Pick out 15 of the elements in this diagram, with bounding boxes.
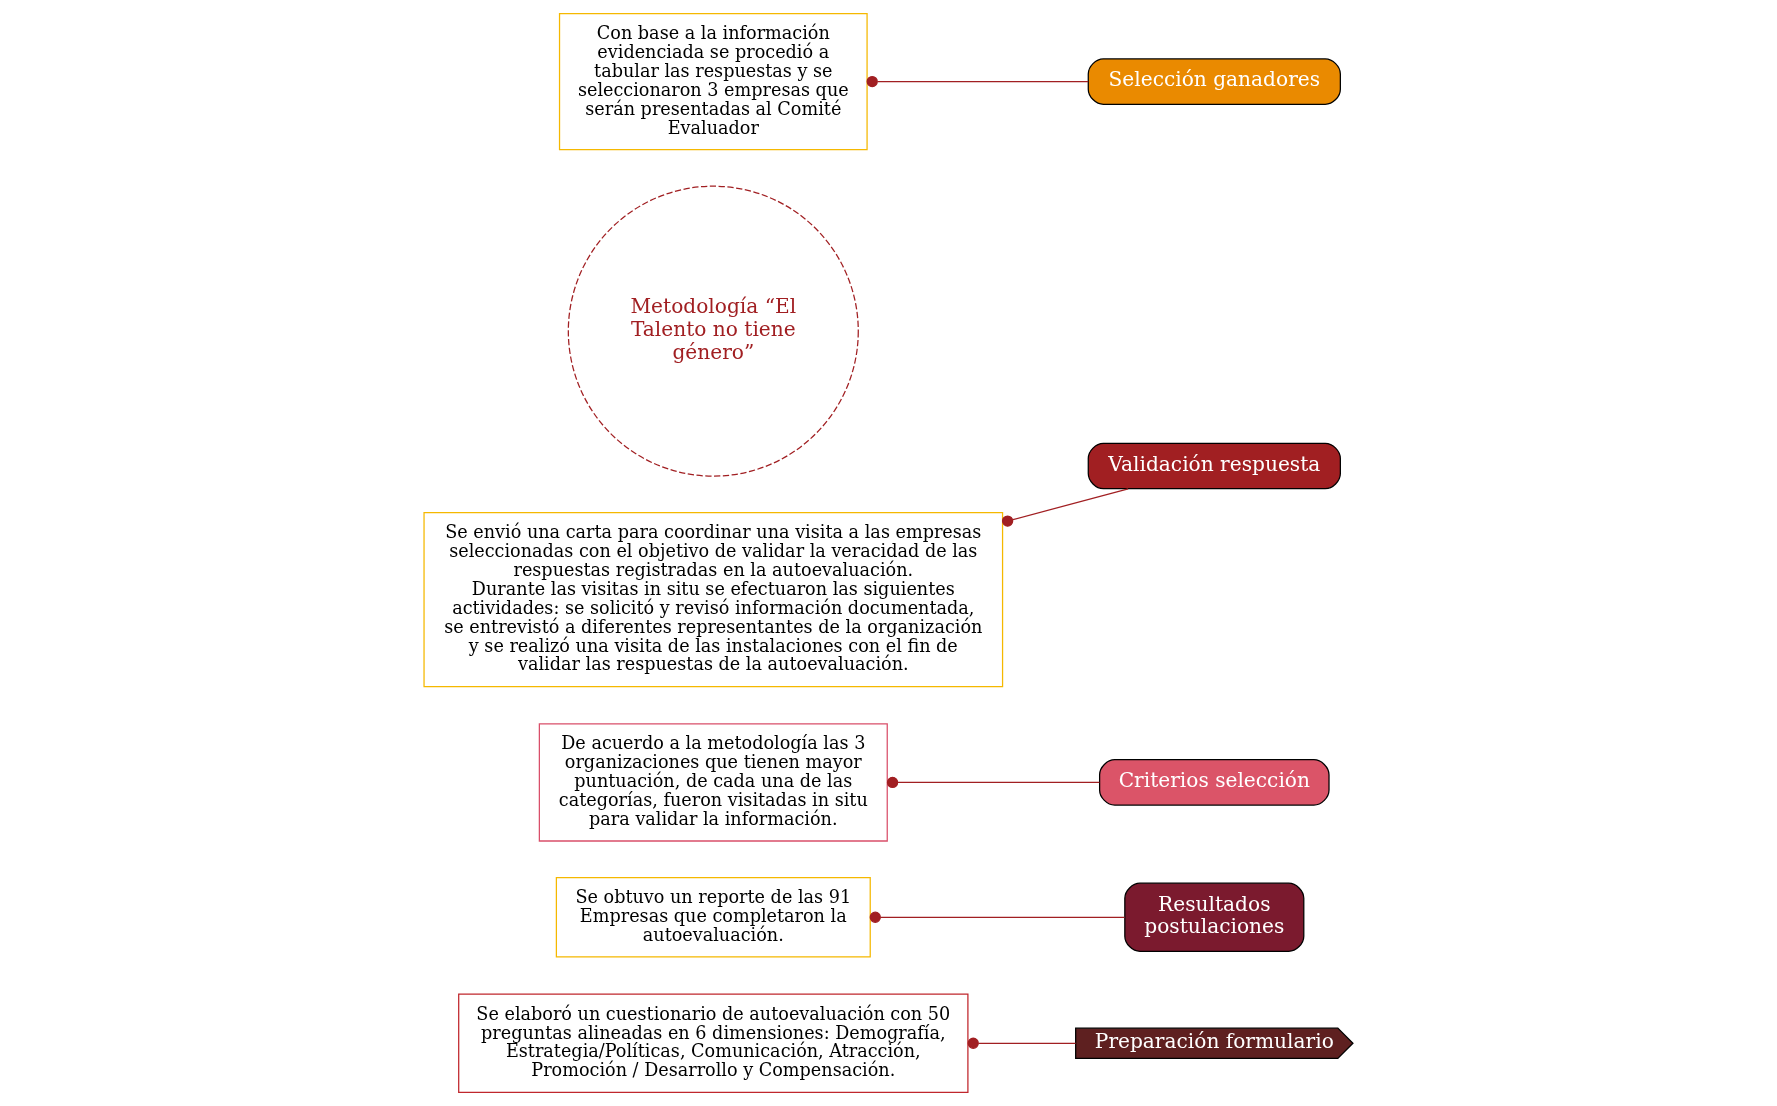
connector [1001,488,1129,527]
node-box: Validación respuesta [1087,442,1341,490]
connector [866,75,1089,88]
node-box: Resultados postulaciones [1124,882,1305,952]
node-circle: Metodología “El Talento no tiene género” [567,185,859,477]
node-box: De acuerdo a la metodología las 3 organizaciones que tienen mayor puntuación, de cada una de las categorías, fueron visitadas in situ para validar la información. [538,723,888,842]
node-box: Criterios selección [1099,759,1330,806]
node-box: Se elaboró un cuestionario de autoevaluación con 50 preguntas alineadas en 6 dimensiones: Demografía, Estrategia/Políticas, Comunicación, Atracción, Promoción / Desarrollo y Compensación. [458,993,969,1094]
connector [967,1037,1077,1049]
node-box: Se envió una carta para coordinar una visita a las empresas seleccionadas con el objetivo de validar la veracidad de las respuestas registradas en la autoevaluación. Durante las visitas in situ se efectuaron las siguientes actividades: se solicitó y revisó información documentada, se entrevistó a diferentes representantes de la organización y se realizó una visita de las instalaciones con el fin de validar las respuestas de la autoevaluación. [423,512,1004,688]
node-box: Se obtuvo un reporte de las 91 Empresas que completaron la autoevaluación. [555,876,871,958]
connector [886,776,1101,789]
connector [869,911,1126,923]
node-box: Con base a la información evidenciada se procedió a tabular las respuestas y se seleccionaron 3 empresas que serán presentadas al Comité Evaluador [558,12,868,151]
node-box: Selección ganadores [1087,58,1341,105]
